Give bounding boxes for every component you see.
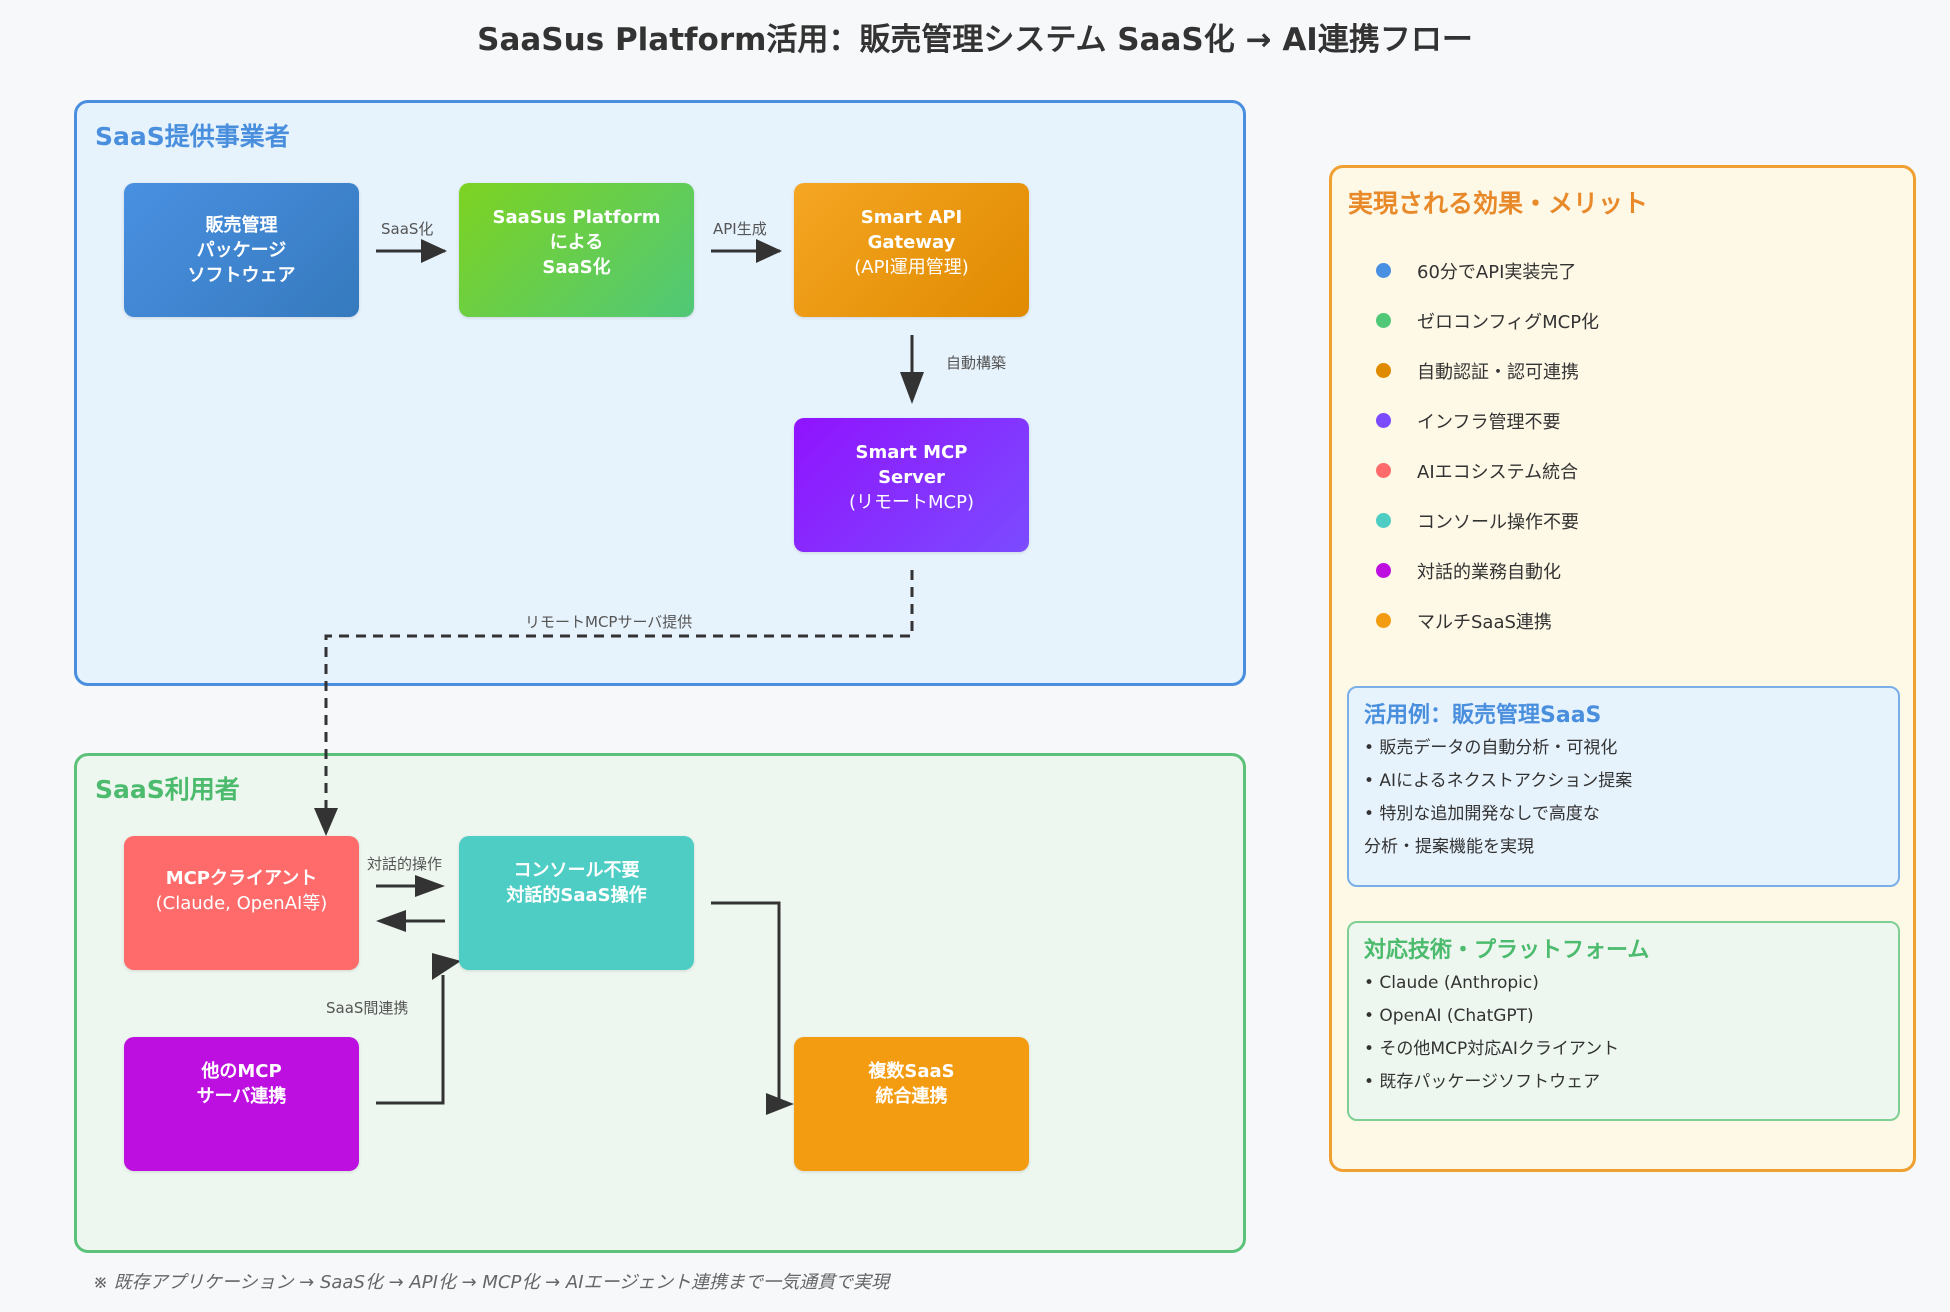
merit-panel: 実現される効果・メリット 60分でAPI実装完了 ゼロコンフィグMCP化 自動認… xyxy=(1329,165,1916,1172)
merit-panel-title: 実現される効果・メリット xyxy=(1348,189,1649,218)
node-label: 統合連携 xyxy=(875,1086,948,1107)
tech-line: • Claude (Anthropic) xyxy=(1364,973,1539,993)
merit-label: コンソール操作不要 xyxy=(1417,512,1579,533)
arrow-head-inter-saas xyxy=(432,953,461,980)
footnote: ※ 既存アプリケーション → SaaS化 → API化 → MCP化 → AIエ… xyxy=(93,1272,890,1293)
arrow-head-api-gen xyxy=(756,239,782,263)
edge-label-saas-ka: SaaS化 xyxy=(381,220,434,238)
console-free-node[interactable]: コンソール不要 対話的SaaS操作 xyxy=(459,836,694,970)
arrow-to-multi-saas xyxy=(711,901,781,1104)
page-title: SaaSus Platform活用：販売管理システム SaaS化 → AI連携フ… xyxy=(477,22,1473,58)
saasus-platform-node[interactable]: SaaSus Platform による SaaS化 xyxy=(459,183,694,317)
smart-mcp-server-node[interactable]: Smart MCP Server (リモートMCP) xyxy=(794,418,1029,552)
arrow-head-saas-ka xyxy=(421,239,447,263)
arrow-remote-mcp xyxy=(324,570,914,810)
use-case-box: 活用例：販売管理SaaS • 販売データの自動分析・可視化 • AIによるネクス… xyxy=(1347,686,1900,887)
node-label: Smart MCP xyxy=(855,442,968,463)
merit-label: 60分でAPI実装完了 xyxy=(1417,262,1577,283)
bullet-dot-icon xyxy=(1376,413,1391,428)
edge-label-remote-mcp: リモートMCPサーバ提供 xyxy=(525,613,693,631)
edge-label-dialog: 対話的操作 xyxy=(367,855,443,873)
node-label: 他のMCP xyxy=(201,1061,282,1082)
bullet-dot-icon xyxy=(1376,563,1391,578)
node-label: Smart API xyxy=(860,207,963,228)
node-label: ソフトウェア xyxy=(187,265,296,286)
node-label: SaaS化 xyxy=(542,257,611,278)
arrow-head-to-multi-saas xyxy=(766,1093,794,1115)
merit-label: インフラ管理不要 xyxy=(1417,412,1561,433)
bullet-dot-icon xyxy=(1376,313,1391,328)
node-label: 販売管理 xyxy=(205,215,278,236)
arrow-head-auto-build xyxy=(900,372,924,404)
edge-label-api-gen: API生成 xyxy=(713,220,767,238)
arrow-head-dialog-forward xyxy=(415,875,445,897)
node-label: MCPクライアント xyxy=(165,868,318,889)
node-label: Server xyxy=(878,467,945,488)
sales-package-node[interactable]: 販売管理 パッケージ ソフトウェア xyxy=(124,183,359,317)
node-label: 対話的SaaS操作 xyxy=(506,885,647,906)
node-sublabel: (リモートMCP) xyxy=(849,492,974,513)
mcp-client-node[interactable]: MCPクライアント (Claude, OpenAI等) xyxy=(124,836,359,970)
arrow-head-dialog-back xyxy=(376,910,406,932)
multi-saas-node[interactable]: 複数SaaS 統合連携 xyxy=(794,1037,1029,1171)
node-sublabel: (Claude, OpenAI等) xyxy=(155,893,328,914)
tech-platform-box: 対応技術・プラットフォーム • Claude (Anthropic) • Ope… xyxy=(1347,921,1900,1121)
merit-label: 自動認証・認可連携 xyxy=(1417,362,1579,383)
node-label: サーバ連携 xyxy=(196,1086,287,1107)
provider-panel-title: SaaS提供事業者 xyxy=(95,122,290,151)
merit-label: マルチSaaS連携 xyxy=(1417,612,1552,633)
use-case-line: 分析・提案機能を実現 xyxy=(1364,837,1534,857)
merit-label: AIエコシステム統合 xyxy=(1417,462,1579,483)
use-case-line: • 販売データの自動分析・可視化 xyxy=(1364,738,1618,758)
use-case-line: • 特別な追加開発なしで高度な xyxy=(1364,804,1600,824)
bullet-dot-icon xyxy=(1376,463,1391,478)
edge-label-inter-saas: SaaS間連携 xyxy=(326,999,409,1017)
merit-label: 対話的業務自動化 xyxy=(1417,562,1561,583)
node-label: 複数SaaS xyxy=(868,1061,955,1082)
smart-api-gateway-node[interactable]: Smart API Gateway (API運用管理) xyxy=(794,183,1029,317)
node-label: パッケージ xyxy=(196,240,287,261)
use-case-title: 活用例：販売管理SaaS xyxy=(1364,703,1602,728)
bullet-dot-icon xyxy=(1376,363,1391,378)
use-case-line: • AIによるネクストアクション提案 xyxy=(1364,771,1633,791)
other-mcp-server-node[interactable]: 他のMCP サーバ連携 xyxy=(124,1037,359,1171)
tech-line: • OpenAI (ChatGPT) xyxy=(1364,1006,1534,1026)
merit-label: ゼロコンフィグMCP化 xyxy=(1417,312,1600,333)
node-sublabel: (API運用管理) xyxy=(854,257,969,278)
arrow-head-remote-mcp xyxy=(314,808,338,836)
tech-line: • 既存パッケージソフトウェア xyxy=(1364,1072,1601,1092)
tech-line: • その他MCP対応AIクライアント xyxy=(1364,1039,1620,1059)
node-label: コンソール不要 xyxy=(513,860,640,881)
node-label: による xyxy=(549,232,604,253)
bullet-dot-icon xyxy=(1376,263,1391,278)
node-label: Gateway xyxy=(867,232,956,253)
bullet-dot-icon xyxy=(1376,513,1391,528)
arrow-inter-saas xyxy=(376,975,445,1105)
bullet-dot-icon xyxy=(1376,613,1391,628)
user-panel-title: SaaS利用者 xyxy=(95,775,240,804)
tech-platform-title: 対応技術・プラットフォーム xyxy=(1364,938,1650,963)
edge-label-auto-build: 自動構築 xyxy=(946,354,1007,372)
node-label: SaaSus Platform xyxy=(492,207,661,228)
